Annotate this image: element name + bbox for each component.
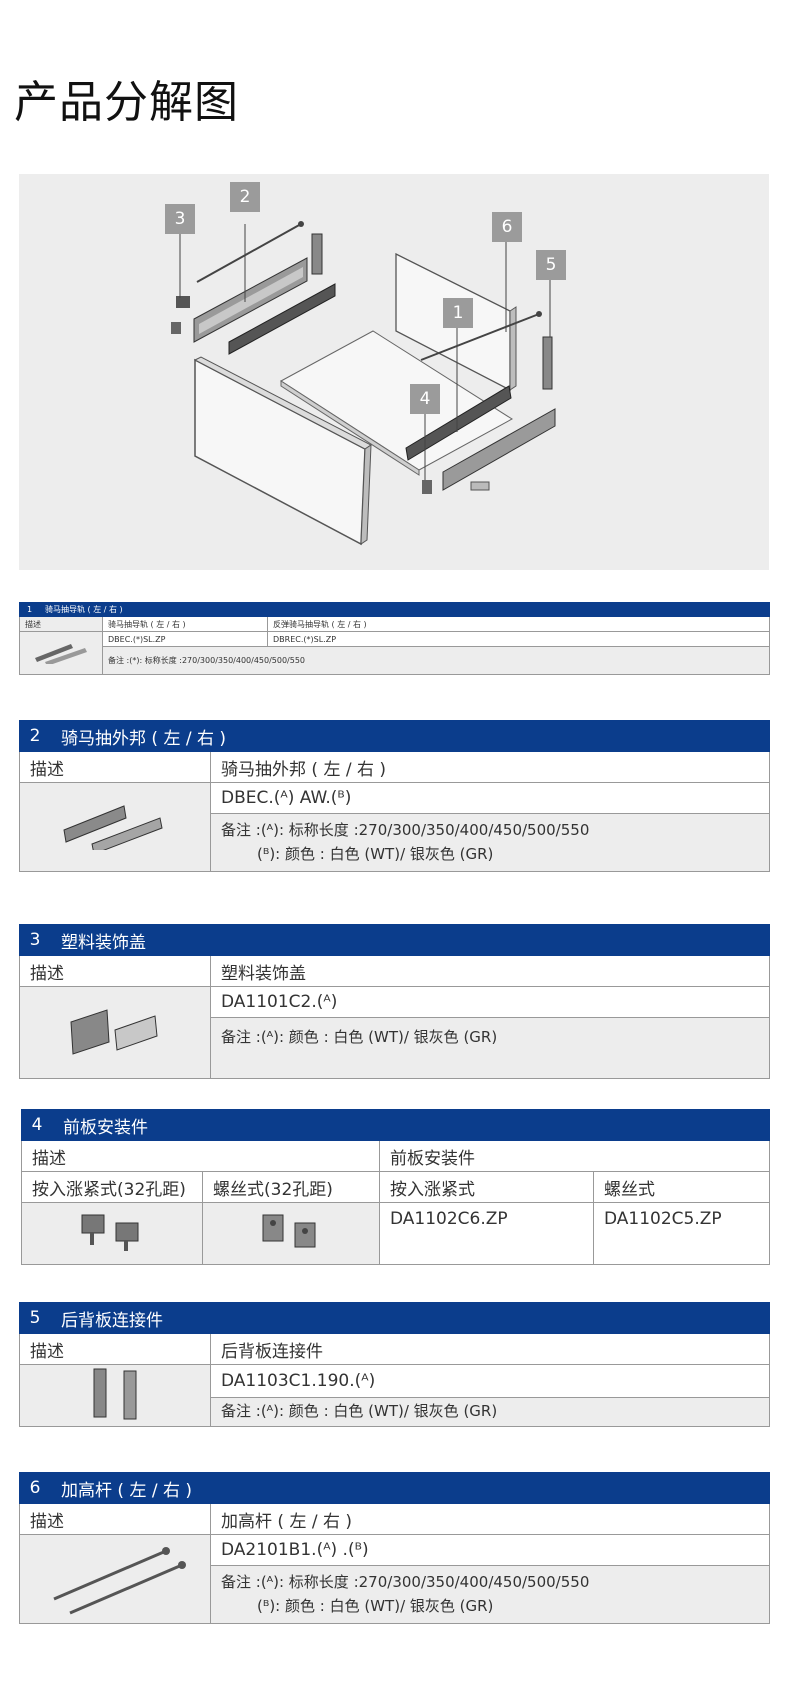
desc-label: 描述	[19, 955, 211, 987]
screw-fit-thumbnail	[202, 1202, 380, 1265]
description-text: 骑马抽外邦 ( 左 / 右 )	[210, 751, 770, 783]
drawer-parts-illustration	[171, 221, 556, 546]
callout-4: 4	[410, 384, 440, 414]
section-title: 骑马抽外邦 ( 左 / 右 )	[50, 720, 770, 752]
callout-1: 1	[443, 298, 473, 328]
section-number: 4	[21, 1109, 53, 1141]
height-rod-thumbnail	[19, 1534, 211, 1624]
section-number: 2	[19, 720, 51, 752]
desc-label: 描述	[19, 1333, 211, 1365]
note-block: 备注 :(ᴬ): 标称长度 :270/300/350/400/450/500/5…	[210, 1565, 770, 1624]
product-code: DBEC.(ᴬ) AW.(ᴮ)	[210, 782, 770, 814]
note-line: (ᴮ): 颜色 : 白色 (WT)/ 银灰色 (GR)	[257, 1596, 494, 1615]
spec-table-1: 1 骑马抽导轨 ( 左 / 右 ) 描述 骑马抽导轨 ( 左 / 右 ) 反弹骑…	[19, 602, 770, 675]
callout-6: 6	[492, 212, 522, 242]
desc-label: 描述	[21, 1140, 380, 1172]
page-title: 产品分解图	[14, 77, 239, 128]
description-text: 塑料装饰盖	[210, 955, 770, 987]
callout-5: 5	[536, 250, 566, 280]
spec-table-6: 6 加高杆 ( 左 / 右 ) 描述 加高杆 ( 左 / 右 ) DA2101B…	[19, 1472, 770, 1624]
cover-cap-icon	[70, 1009, 158, 1055]
side-wall-thumbnail	[19, 782, 211, 872]
screw-fit-icon	[262, 1214, 316, 1248]
product-code: DBREC.(*)SL.ZP	[267, 631, 770, 647]
section-title: 骑马抽导轨 ( 左 / 右 )	[39, 602, 770, 617]
side-wall-icon	[63, 804, 163, 855]
description-text: 后背板连接件	[210, 1333, 770, 1365]
product-code: DA1101C2.(ᴬ)	[210, 986, 770, 1018]
sub-label: 螺丝式	[593, 1171, 770, 1203]
note-line: (ᴮ): 颜色 : 白色 (WT)/ 银灰色 (GR)	[257, 844, 494, 863]
product-code: DBEC.(*)SL.ZP	[102, 631, 268, 647]
desc-label: 描述	[19, 1503, 211, 1535]
note-line: 备注 :(ᴬ): 标称长度 :270/300/350/400/450/500/5…	[221, 1573, 590, 1592]
column-label: 反弹骑马抽导轨 ( 左 / 右 )	[267, 616, 770, 632]
slide-rail-thumbnail	[19, 631, 103, 675]
spec-table-4: 4 前板安装件 描述 前板安装件 按入涨紧式(32孔距) 螺丝式(32孔距) 按…	[21, 1109, 770, 1265]
cover-cap-thumbnail	[19, 986, 211, 1079]
exploded-view-diagram: 2 3 6 5 1 4	[19, 174, 769, 570]
product-code: DA1102C6.ZP	[379, 1202, 594, 1265]
sub-label: 按入涨紧式	[379, 1171, 594, 1203]
section-number: 3	[19, 924, 51, 956]
product-code: DA2101B1.(ᴬ) .(ᴮ)	[210, 1534, 770, 1566]
description-text: 前板安装件	[379, 1140, 770, 1172]
section-title: 前板安装件	[52, 1109, 770, 1141]
section-title: 塑料装饰盖	[50, 924, 770, 956]
press-fit-icon	[81, 1214, 139, 1251]
section-title: 加高杆 ( 左 / 右 )	[50, 1472, 770, 1504]
note-block: 备注 :(ᴬ): 颜色 : 白色 (WT)/ 银灰色 (GR)	[210, 1396, 770, 1428]
desc-label: 描述	[19, 751, 211, 783]
spec-table-3: 3 塑料装饰盖 描述 塑料装饰盖 DA1101C2.(ᴬ) 备注 :(ᴬ): 颜…	[19, 924, 770, 1079]
callout-2: 2	[230, 182, 260, 212]
desc-label: 描述	[19, 616, 103, 632]
slide-rail-icon	[35, 644, 87, 666]
note-line: 备注 :(ᴬ): 颜色 : 白色 (WT)/ 银灰色 (GR)	[221, 1402, 498, 1421]
note-text: 备注 :(*): 标称长度 :270/300/350/400/450/500/5…	[102, 646, 770, 675]
height-rod-icon	[53, 1546, 186, 1614]
column-label: 骑马抽导轨 ( 左 / 右 )	[102, 616, 268, 632]
section-number: 6	[19, 1472, 51, 1504]
product-code: DA1103C1.190.(ᴬ)	[210, 1364, 770, 1398]
sub-label: 按入涨紧式(32孔距)	[21, 1171, 203, 1203]
section-title: 后背板连接件	[50, 1302, 770, 1334]
spec-table-5: 5 后背板连接件 描述 后背板连接件 DA1103C1.190.(ᴬ) 备注 :…	[19, 1302, 770, 1428]
note-line: 备注 :(ᴬ): 标称长度 :270/300/350/400/450/500/5…	[221, 821, 590, 840]
note-block: 备注 :(ᴬ): 标称长度 :270/300/350/400/450/500/5…	[210, 813, 770, 872]
product-code: DA1102C5.ZP	[593, 1202, 770, 1265]
back-connector-icon	[93, 1368, 137, 1420]
sub-label: 螺丝式(32孔距)	[202, 1171, 380, 1203]
press-fit-thumbnail	[21, 1202, 203, 1265]
section-number: 1	[19, 602, 40, 617]
spec-table-2: 2 骑马抽外邦 ( 左 / 右 ) 描述 骑马抽外邦 ( 左 / 右 ) DBE…	[19, 720, 770, 872]
note-line: 备注 :(ᴬ): 颜色 : 白色 (WT)/ 银灰色 (GR)	[221, 1028, 498, 1046]
note-block: 备注 :(ᴬ): 颜色 : 白色 (WT)/ 银灰色 (GR)	[210, 1017, 770, 1079]
section-number: 5	[19, 1302, 51, 1334]
description-text: 加高杆 ( 左 / 右 )	[210, 1503, 770, 1535]
back-connector-thumbnail	[19, 1364, 211, 1427]
callout-3: 3	[165, 204, 195, 234]
